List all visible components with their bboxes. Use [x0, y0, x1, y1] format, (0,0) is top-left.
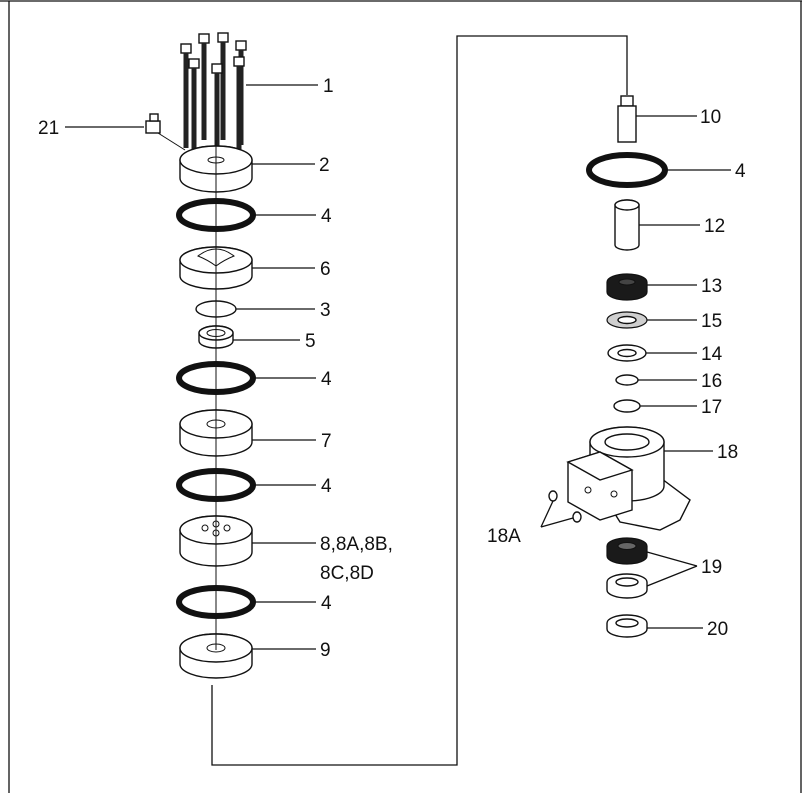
- label-19: 19: [701, 557, 722, 578]
- label-4a: 4: [321, 206, 332, 227]
- label-6: 6: [320, 259, 331, 280]
- thrust-washer-15: [606, 311, 648, 329]
- label-15: 15: [701, 311, 722, 332]
- ring-16: [615, 374, 639, 386]
- label-2: 2: [319, 155, 330, 176]
- shaft-10: [617, 95, 637, 143]
- label-12: 12: [704, 216, 725, 237]
- label-8: 8,8A,8B,: [320, 534, 393, 555]
- label-18: 18: [717, 442, 738, 463]
- label-13: 13: [701, 276, 722, 297]
- label-17: 17: [701, 397, 722, 418]
- label-4b: 4: [321, 369, 332, 390]
- label-10: 10: [700, 107, 721, 128]
- housing-18: [566, 426, 691, 531]
- assembly-connector-line: [211, 35, 628, 766]
- leader-lines: [65, 84, 731, 650]
- label-4d: 4: [321, 593, 332, 614]
- label-5: 5: [305, 331, 316, 352]
- label-3: 3: [320, 300, 331, 321]
- washer-14: [607, 344, 647, 362]
- ring-17: [613, 399, 641, 413]
- label-1: 1: [323, 76, 334, 97]
- label-16: 16: [701, 371, 722, 392]
- label-8-cont: 8C,8D: [320, 563, 374, 584]
- seal-13: [606, 273, 648, 301]
- bearing-sleeve-12: [614, 199, 640, 251]
- bolt-set: [180, 32, 247, 160]
- fitting-21: [145, 113, 186, 151]
- label-14: 14: [701, 344, 723, 365]
- washer-20: [606, 614, 648, 638]
- label-4c: 4: [321, 476, 332, 497]
- label-4e: 4: [735, 161, 746, 182]
- label-9: 9: [320, 640, 331, 661]
- o-ring-4e: [586, 152, 668, 188]
- label-20: 20: [707, 619, 728, 640]
- part-labels: 1 21 2 4 6 3 5 4 7 4 8,8A,8B, 8C,8D 4 9 …: [38, 76, 746, 661]
- label-18a: 18A: [487, 526, 521, 547]
- bearing-19: [606, 537, 648, 599]
- o-rings-18a: [548, 490, 582, 523]
- label-7: 7: [321, 431, 332, 452]
- label-21: 21: [38, 118, 59, 139]
